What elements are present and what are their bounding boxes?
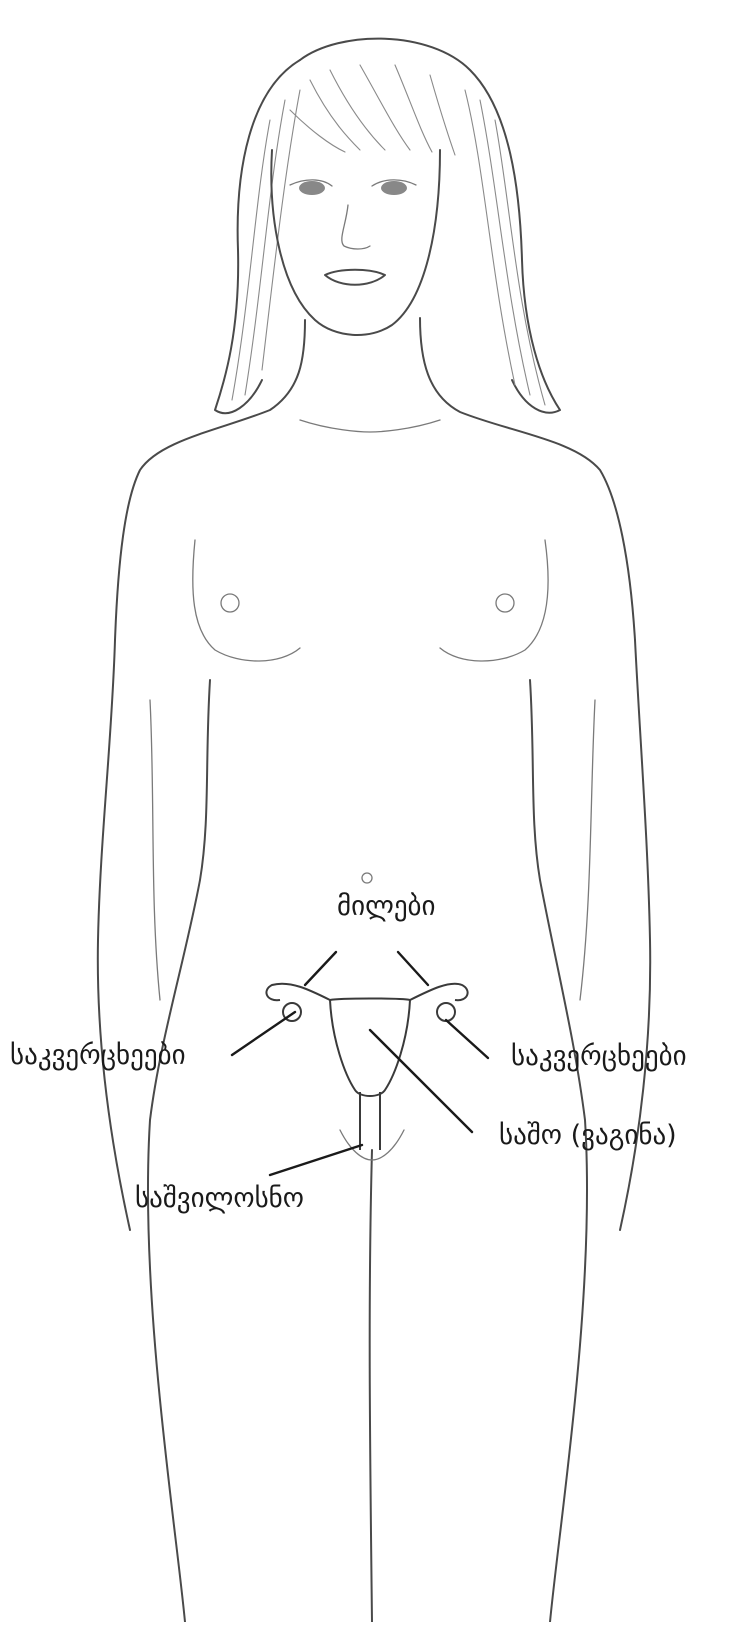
label-ovaries-left: საკვერცხეები xyxy=(10,1042,186,1069)
leader-uterus xyxy=(270,1145,362,1175)
leader-ovary-right xyxy=(446,1020,488,1058)
uterus-shape xyxy=(330,999,410,1097)
label-ovaries-right: საკვერცხეები xyxy=(511,1043,687,1070)
right-ovary xyxy=(437,1003,455,1021)
leader-ovary-left xyxy=(232,1012,295,1055)
torso xyxy=(98,318,650,1622)
right-fallopian-tube xyxy=(410,984,468,1001)
face xyxy=(271,150,440,335)
leader-vagina xyxy=(370,1030,472,1132)
leader-tubes-right xyxy=(398,952,428,985)
leader-tubes-left xyxy=(305,952,336,985)
vaginal-canal xyxy=(360,1092,380,1150)
label-tubes: მილები xyxy=(337,893,435,920)
label-vagina: საშო (ვაგინა) xyxy=(499,1122,677,1149)
label-uterus: საშვილოსნო xyxy=(135,1185,304,1212)
reproductive-organs xyxy=(266,984,467,1150)
hair xyxy=(215,39,560,414)
left-fallopian-tube xyxy=(266,984,330,1001)
